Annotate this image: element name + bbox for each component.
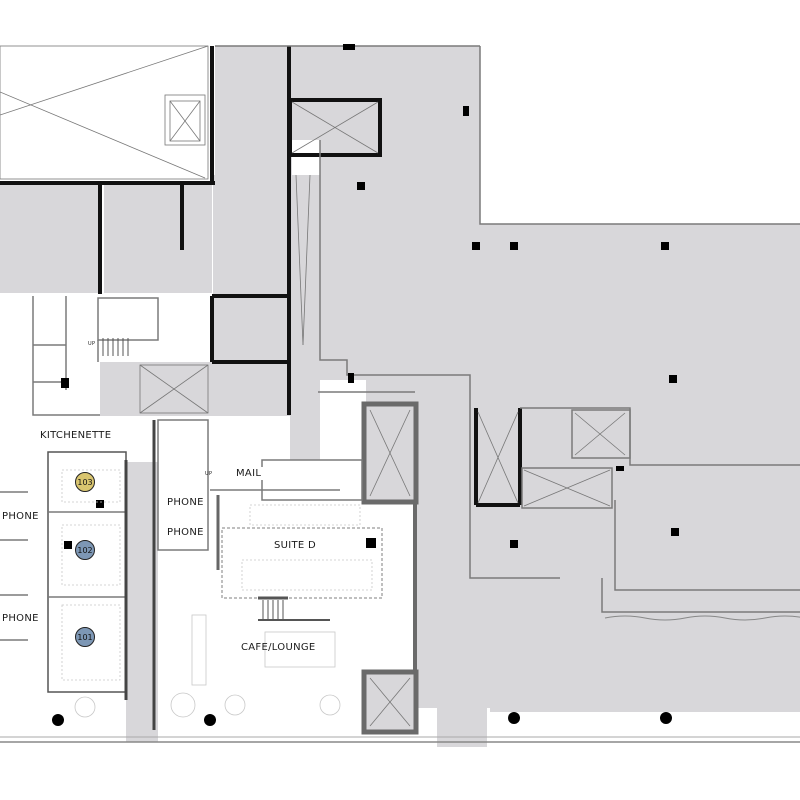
- room-label-cafe-lounge: CAFE/LOUNGE: [241, 642, 316, 653]
- shaft-area: [0, 45, 209, 180]
- room-label-mail: MAIL: [234, 467, 264, 480]
- suite-badge-103-label: 103: [77, 477, 93, 487]
- stair-label-up-2: UP: [205, 471, 213, 477]
- room-label-suite-d: SUITE D: [274, 540, 317, 551]
- suite-badge-103[interactable]: 103: [75, 472, 95, 492]
- suite-badge-101[interactable]: 101: [75, 627, 95, 647]
- walls: [0, 46, 522, 507]
- stair-label-up-1: UP: [88, 341, 96, 347]
- shaft-crosses: [139, 101, 626, 727]
- suite-badge-102-label: 102: [77, 545, 93, 555]
- room-label-phone-4: PHONE: [0, 612, 41, 625]
- room-label-phone-1: PHONE: [167, 497, 204, 508]
- wavy-edge: [604, 615, 800, 621]
- furniture: [61, 469, 373, 718]
- room-label-phone-3: PHONE: [0, 510, 41, 523]
- columns: [52, 44, 679, 726]
- room-label-phone-2: PHONE: [167, 527, 204, 538]
- suite-badge-101-label: 101: [77, 632, 93, 642]
- stairs: [102, 338, 330, 621]
- suite-badge-102[interactable]: 102: [75, 540, 95, 560]
- room-label-kitchenette: KITCHENETTE: [38, 429, 114, 442]
